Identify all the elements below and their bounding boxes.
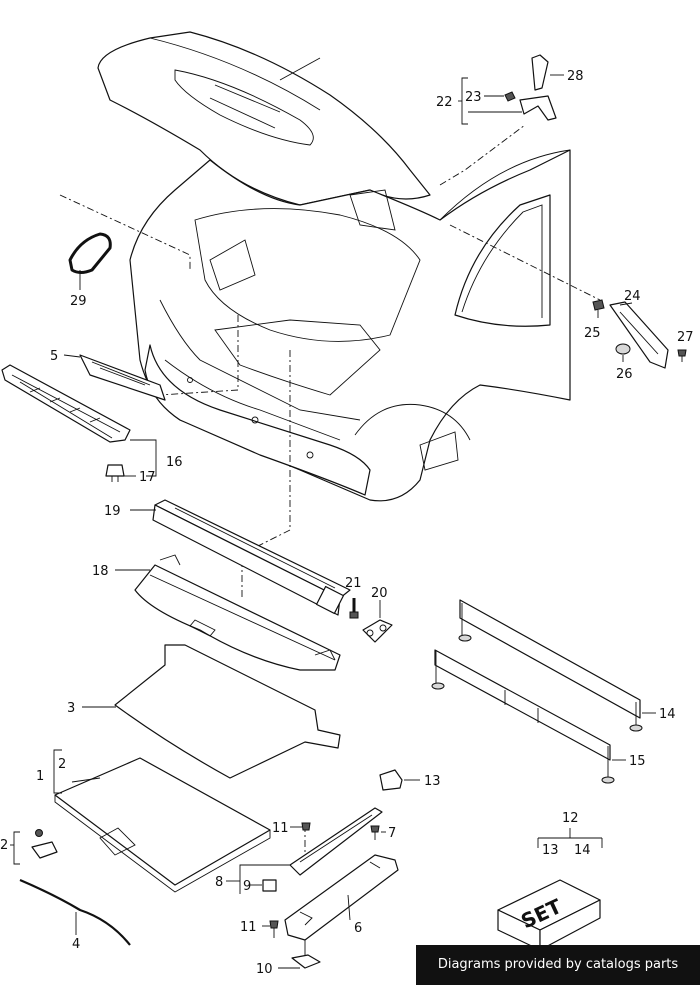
- label-12: 12: [562, 811, 579, 826]
- label-22: 22: [436, 95, 453, 110]
- part-11-screw: [269, 822, 311, 938]
- part-6-rail: [284, 854, 399, 941]
- label-14-set: 14: [574, 843, 591, 858]
- label-21: 21: [345, 576, 362, 591]
- part-2-handle: [31, 829, 58, 859]
- label-1: 1: [36, 769, 44, 784]
- part-16-sill-cover: [1, 364, 131, 443]
- label-28: 28: [567, 69, 584, 84]
- label-11-lower: 11: [240, 920, 257, 935]
- callout-labels: 1 2 2 3 4 5 6 7 8 9 10 11 11 12 13 13 14…: [0, 69, 694, 977]
- label-7: 7: [388, 826, 396, 841]
- label-2-handle: 2: [0, 838, 8, 853]
- label-2-board: 2: [58, 757, 66, 772]
- part-12-set-box: SET: [497, 879, 601, 951]
- footer-credit: Diagrams provided by catalogs parts: [416, 945, 700, 985]
- part-18-parcel-shelf: [134, 554, 341, 671]
- vehicle-rear-body: [97, 31, 571, 502]
- label-11-upper: 11: [272, 821, 289, 836]
- label-18: 18: [92, 564, 109, 579]
- label-17: 17: [139, 470, 156, 485]
- label-29: 29: [70, 294, 87, 309]
- part-27-screw: [677, 349, 687, 362]
- part-26-grommet: [615, 343, 631, 355]
- label-13-cap: 13: [424, 774, 441, 789]
- label-25: 25: [584, 326, 601, 341]
- label-8: 8: [215, 875, 223, 890]
- part-10-bracket: [291, 954, 321, 969]
- label-20: 20: [371, 586, 388, 601]
- label-16: 16: [166, 455, 183, 470]
- label-10: 10: [256, 962, 273, 977]
- label-27: 27: [677, 330, 694, 345]
- label-19: 19: [104, 504, 121, 519]
- part-5-bracket: [79, 354, 166, 401]
- part-22-hinge: [519, 95, 557, 121]
- label-6: 6: [354, 921, 362, 936]
- part-20-bracket: [362, 619, 393, 643]
- part-17-clip: [105, 464, 125, 482]
- part-29-seal: [68, 232, 112, 274]
- label-4: 4: [72, 937, 80, 952]
- label-15: 15: [629, 754, 646, 769]
- part-9-nut: [262, 879, 277, 892]
- label-23: 23: [465, 90, 482, 105]
- label-13-set: 13: [542, 843, 559, 858]
- label-5: 5: [50, 349, 58, 364]
- label-3: 3: [67, 701, 75, 716]
- part-21-bolt: [349, 598, 359, 619]
- part-4-strap: [19, 878, 131, 946]
- part-28-bracket: [531, 54, 549, 91]
- part-24-trim: [609, 301, 669, 369]
- part-19-cargo-cover-cassette: [152, 499, 351, 616]
- part-3-floor-mat: [114, 644, 341, 779]
- part-13-cap: [379, 769, 403, 791]
- label-9: 9: [243, 879, 251, 894]
- label-26: 26: [616, 367, 633, 382]
- part-7-screw: [370, 825, 380, 840]
- dash-dot-guides: [59, 124, 601, 860]
- label-24: 24: [624, 289, 641, 304]
- part-14-15-partition: [431, 599, 643, 784]
- part-8-rail-piece: [289, 807, 383, 876]
- label-14-partition: 14: [659, 707, 676, 722]
- part-23-clip: [504, 91, 516, 102]
- part-1-floor-board: [54, 757, 271, 893]
- part-25-clip: [592, 299, 605, 318]
